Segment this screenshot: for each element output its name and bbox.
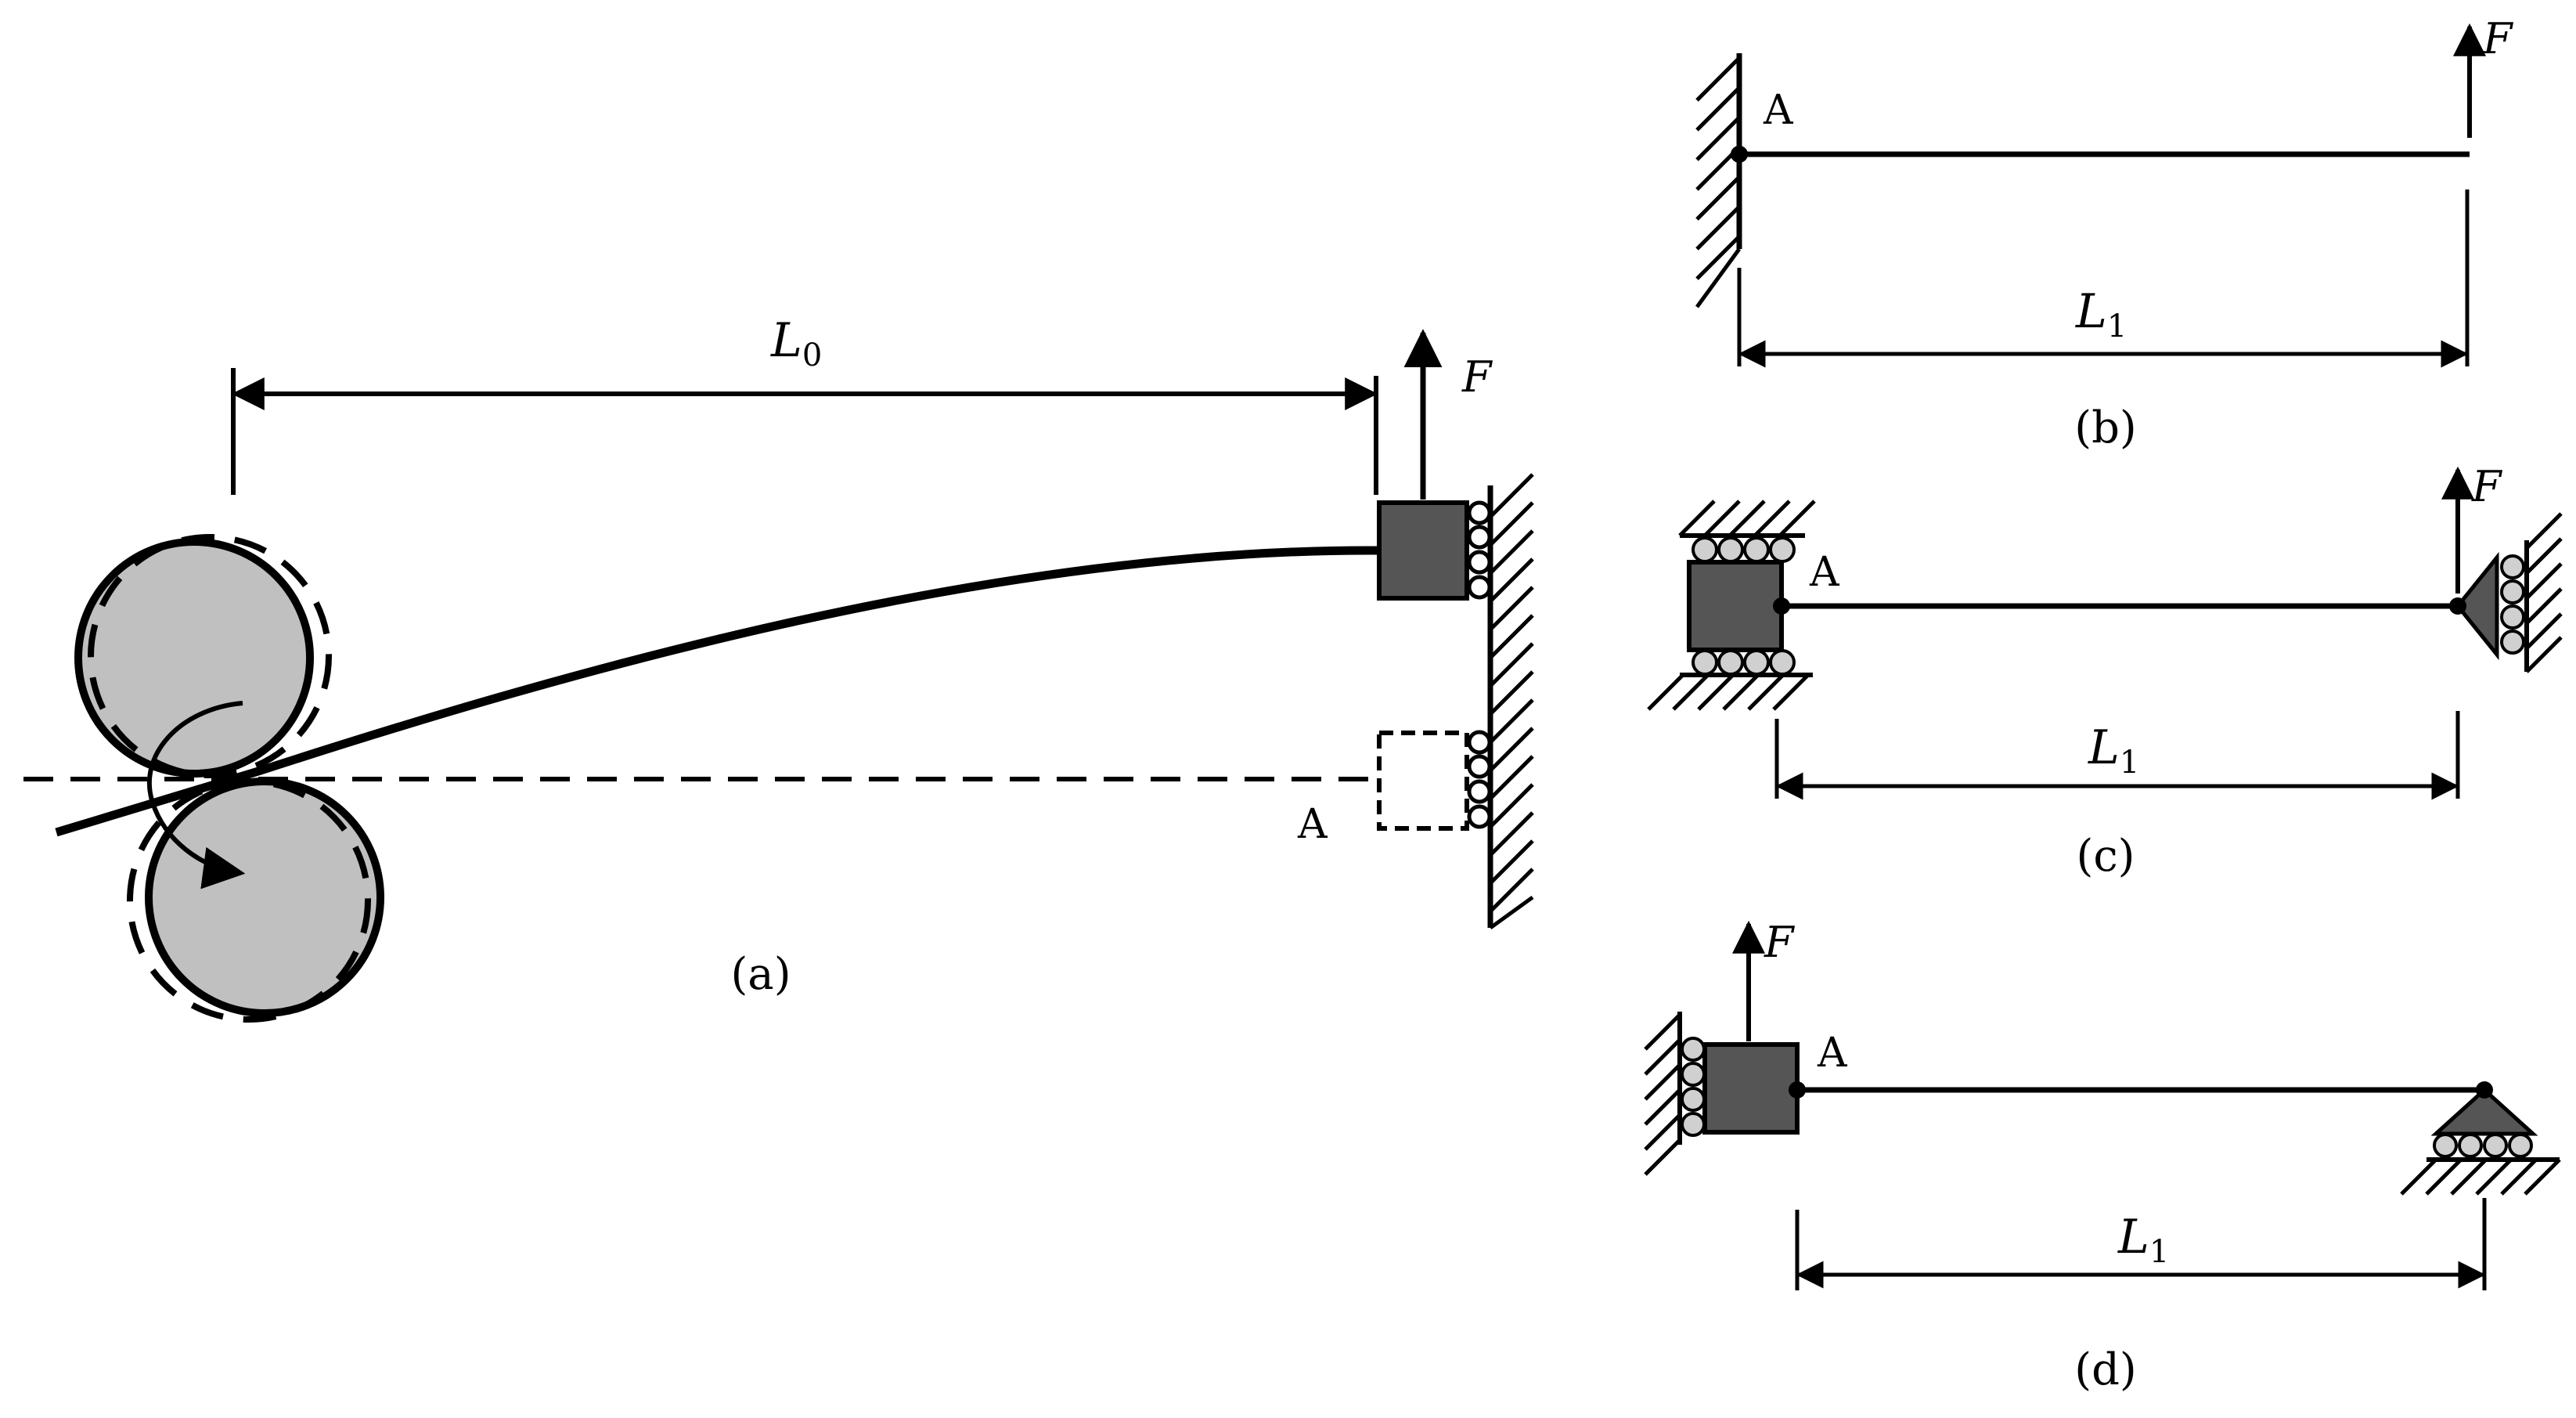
- panel-a: F L0 A (a): [23, 313, 1534, 1023]
- point-a-dot-d: [1789, 1081, 1806, 1099]
- caption-c: (c): [2076, 831, 2135, 882]
- guide-c-top-hatching: [1678, 500, 1816, 537]
- pin-d: [2430, 1087, 2538, 1136]
- wall-a-hatching: [1489, 473, 1534, 930]
- original-block-rollers: [1467, 730, 1492, 829]
- point-a-dot-b: [1731, 146, 1748, 163]
- force-label-a: F: [1461, 352, 1493, 402]
- guide-c-bottom-rollers: [1692, 649, 1796, 676]
- caption-b: (b): [2074, 402, 2137, 453]
- force-label-c: F: [2471, 462, 2503, 511]
- original-block-dashed: [1377, 731, 1469, 831]
- guide-c-bottom-hatching: [1647, 673, 1810, 711]
- block-c: [1687, 560, 1784, 652]
- pin-c-rollers: [2500, 554, 2525, 655]
- panel-c: A F L1 (c): [1647, 462, 2563, 882]
- pin-c-joint: [2449, 597, 2466, 615]
- pin-d-joint: [2476, 1081, 2493, 1099]
- end-block: [1377, 500, 1469, 601]
- panel-b: A F L1 (b): [1695, 14, 2514, 453]
- point-a-label-b: A: [1763, 87, 1794, 134]
- upper-roller: [74, 538, 314, 778]
- pin-d-rollers: [2433, 1133, 2533, 1158]
- wall-b-hatching: [1695, 56, 1742, 308]
- end-block-rollers: [1467, 500, 1492, 600]
- dim-d-label: L1: [2117, 1210, 2169, 1270]
- point-a-label-c: A: [1809, 549, 1840, 596]
- pin-c: [2455, 551, 2499, 661]
- dim-b-label: L1: [2075, 284, 2127, 345]
- guide-c-top-rollers: [1692, 536, 1796, 563]
- point-a-label-d: A: [1817, 1030, 1848, 1077]
- wall-c-hatching: [2525, 512, 2563, 673]
- deformed-strip: [55, 546, 1380, 837]
- wall-d-hatching: [1644, 1013, 1681, 1176]
- wall-d-rollers: [1681, 1037, 1706, 1137]
- dim-c-label: L1: [2088, 720, 2139, 781]
- force-label-d: F: [1764, 918, 1796, 967]
- caption-a: (a): [730, 949, 791, 1000]
- lower-roller-dashed-outline: [127, 778, 371, 1023]
- point-a-label-a: A: [1297, 801, 1328, 848]
- panel-d: F A L1 (d): [1644, 918, 2561, 1395]
- lower-roller: [145, 778, 384, 1017]
- upper-roller-dashed-outline: [88, 534, 332, 778]
- point-a-dot-c: [1773, 597, 1790, 615]
- dim-a-label: L0: [770, 313, 822, 373]
- force-label-b: F: [2482, 14, 2514, 63]
- block-d: [1702, 1042, 1800, 1135]
- ground-d-hatching: [2400, 1158, 2561, 1196]
- caption-d: (d): [2074, 1344, 2137, 1395]
